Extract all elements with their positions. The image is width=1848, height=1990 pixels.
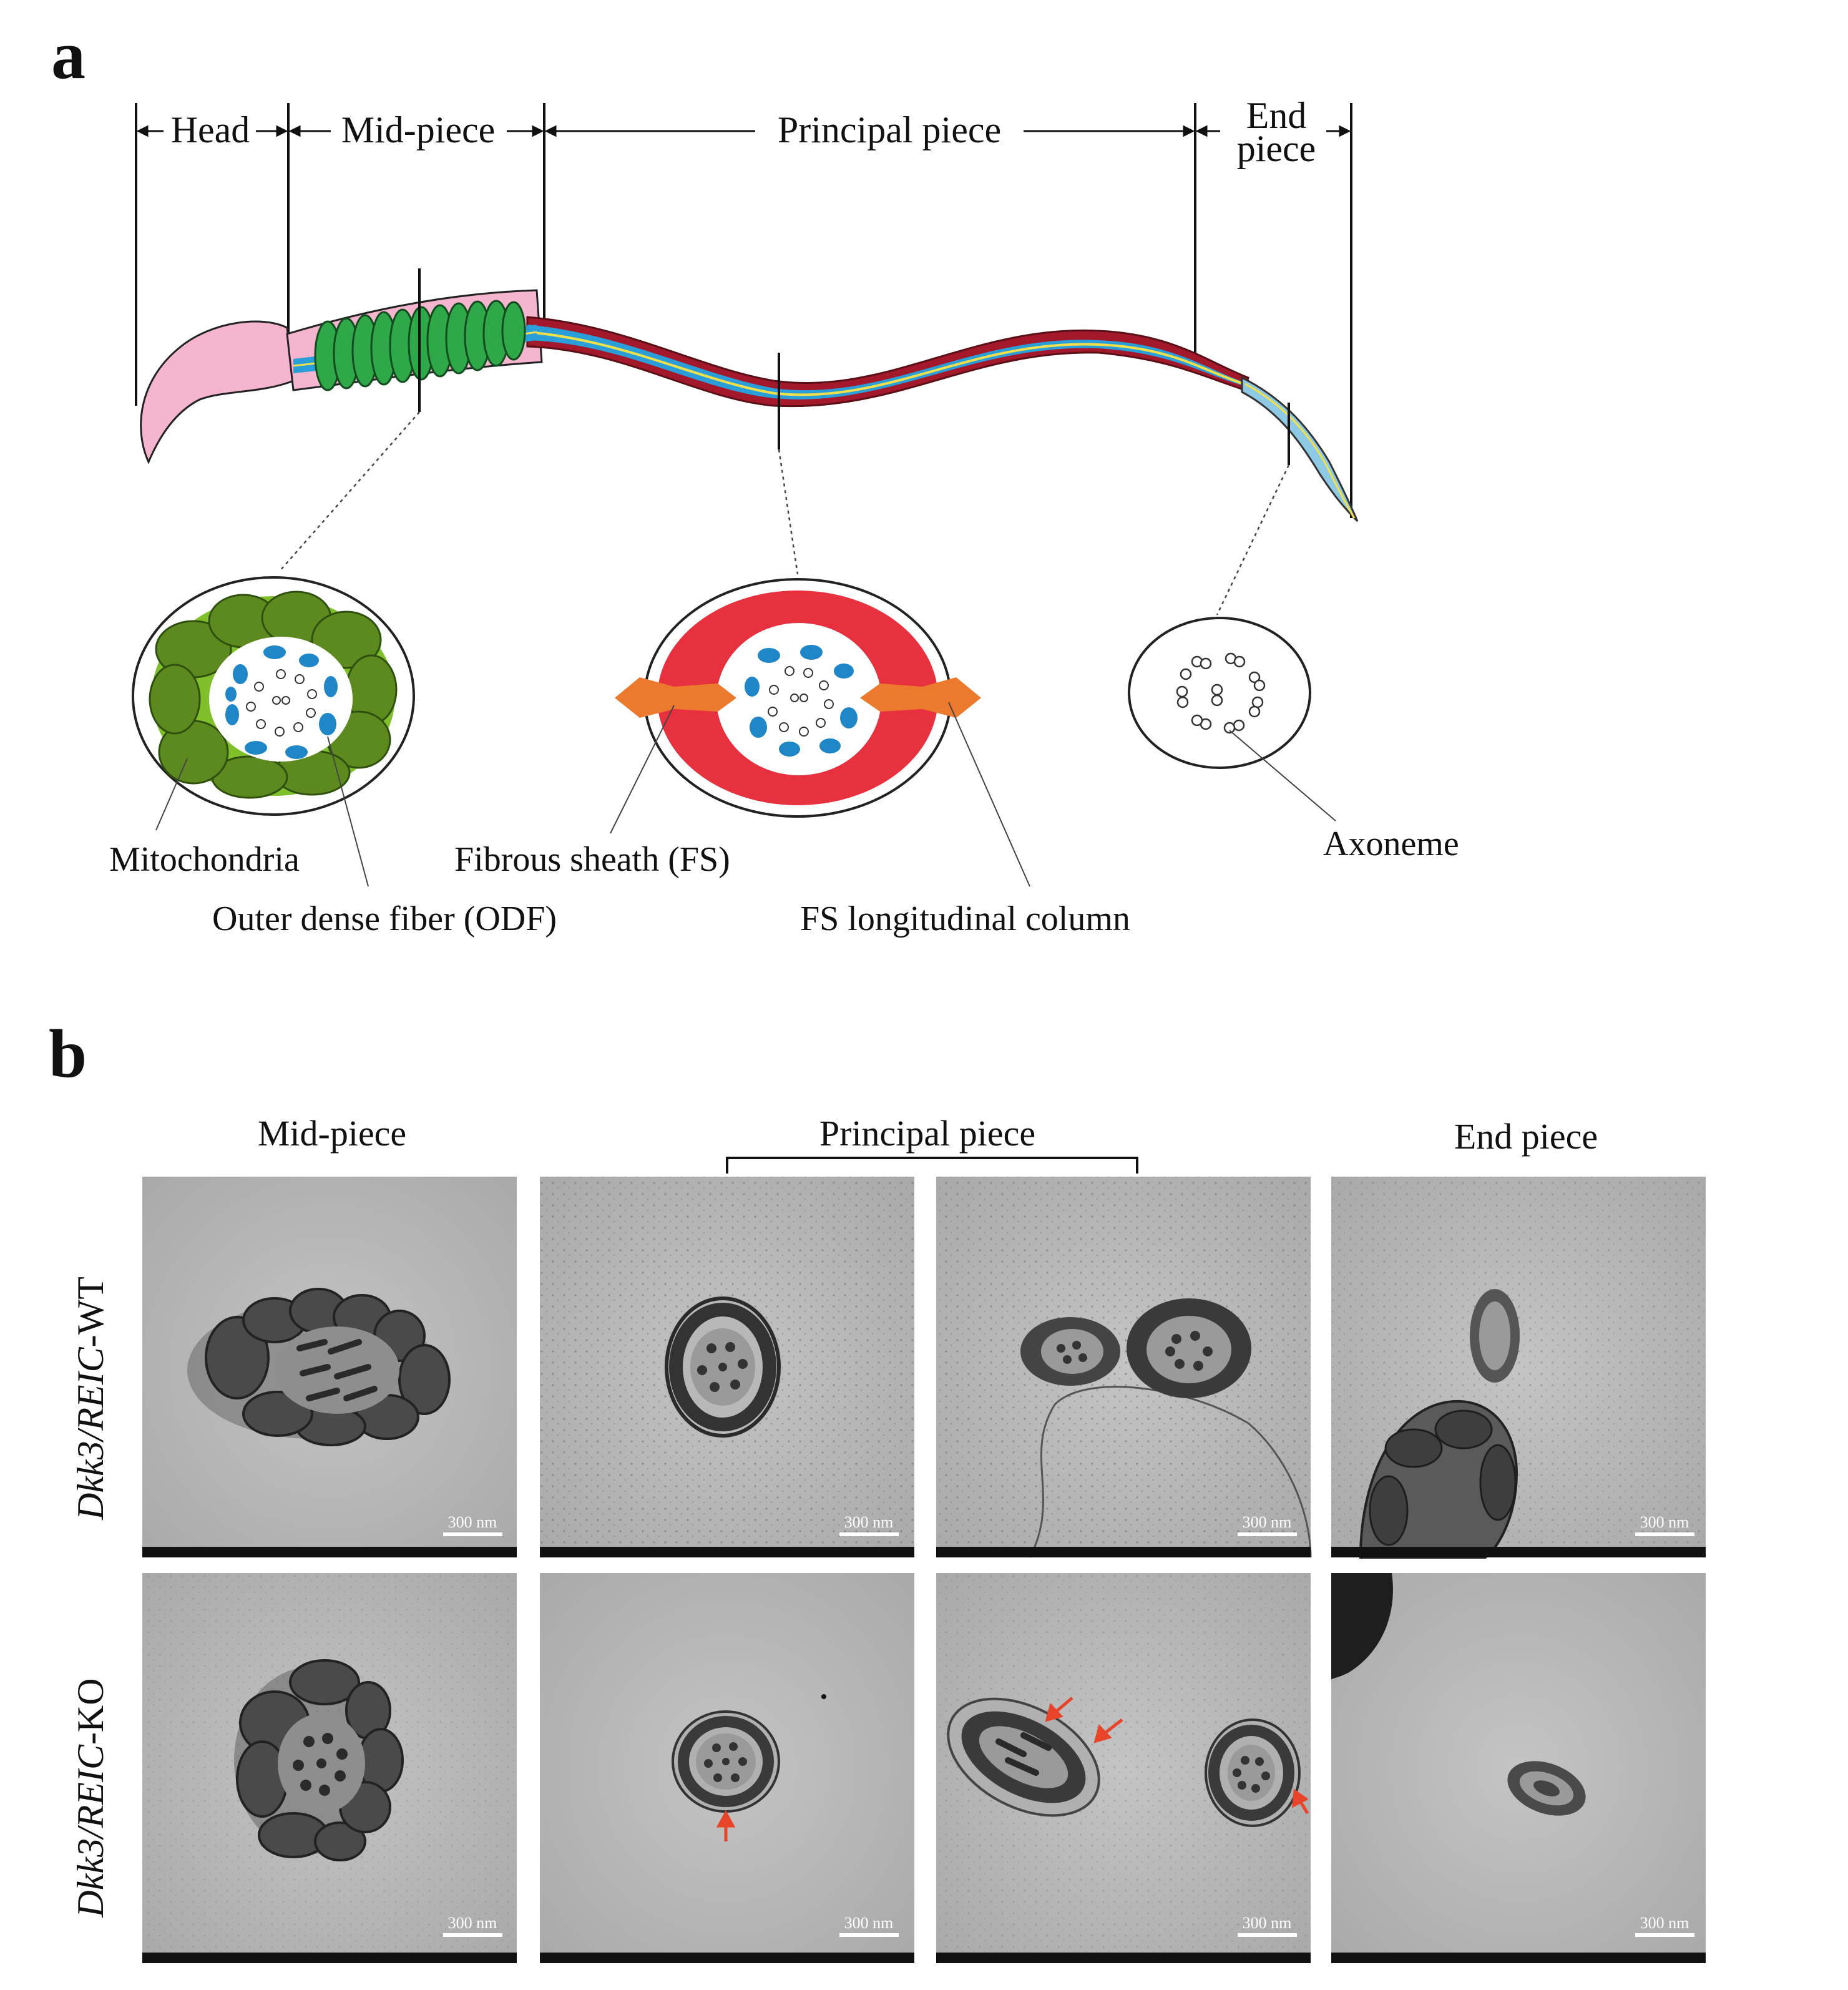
segment-label-principal-piece: Principal piece [778,109,1001,150]
principal-piece-core [527,325,1245,399]
mitochondrial-helix [314,300,526,391]
scale-bar-label: 300 nm [844,1513,894,1531]
panel-b-letter: b [49,1016,87,1092]
segment-label-head: Head [171,109,250,150]
column-label-mid-piece: Mid-piece [258,1113,406,1154]
micrograph-ko-end-piece: 300 nm [1331,1573,1706,1963]
row-label-wt: Dkk3/REIC-WT [70,1277,111,1521]
principal-piece-axis [527,331,1244,396]
cross-section-principal-piece [615,578,981,818]
micrograph-ko-principal-1: 300 nm [540,1573,914,1963]
scale-bar-label: 300 nm [1243,1914,1292,1932]
micrograph-wt-principal-2: 300 nm [936,1177,1312,1558]
label-axoneme: Axoneme [1323,825,1459,863]
row-label-wt-suffix: -WT [70,1277,111,1347]
principal-piece-flagellum [526,316,1249,408]
column-label-end-piece: End piece [1454,1116,1598,1157]
micrograph-wt-end-piece: 300 nm [1331,1177,1706,1559]
segment-label-mid-piece: Mid-piece [341,109,496,150]
column-label-principal-piece: Principal piece [819,1113,1035,1154]
principal-piece-bracket [726,1157,1138,1174]
cross-section-mid-piece [132,576,415,816]
label-outer-dense-fiber: Outer dense fiber (ODF) [212,899,557,938]
micrograph-ko-mid-piece: 300 nm [142,1573,517,1963]
segment-boundaries [135,103,1352,518]
micrograph-wt-mid-piece: 300 nm [142,1177,517,1557]
scale-bar-label: 300 nm [1243,1513,1292,1531]
segment-label-end-line1: End [1246,95,1307,136]
scale-bar-label: 300 nm [1640,1914,1689,1932]
red-arrows [1045,1697,1309,1815]
annotation-leaders [155,702,1336,887]
label-mitochondria: Mitochondria [109,840,300,879]
row-label-ko-suffix: -KO [70,1678,111,1745]
end-piece-flagellum [1241,376,1359,522]
segment-label-end-line2: piece [1237,128,1316,169]
cross-section-end-piece [1128,617,1311,769]
row-label-wt-gene: Dkk3/REIC [70,1346,111,1521]
segment-arrows [136,125,1351,137]
red-arrow [716,1810,736,1841]
scale-bar-label: 300 nm [448,1914,497,1932]
sperm-illustration [140,268,1359,522]
label-fs-longitudinal-column: FS longitudinal column [800,899,1130,938]
row-label-ko-gene: Dkk3/REIC [70,1744,111,1918]
scale-bar-label: 300 nm [448,1513,497,1531]
label-fibrous-sheath: Fibrous sheath (FS) [454,840,730,879]
row-label-ko: Dkk3/REIC-KO [70,1678,111,1918]
section-connectors [279,411,1290,615]
scale-bar-label: 300 nm [844,1914,894,1932]
panel-a-letter: a [51,17,86,93]
micrograph-ko-principal-2: 300 nm [936,1573,1311,1963]
scale-bar-label: 300 nm [1640,1513,1689,1531]
micrograph-wt-principal-1: 300 nm [540,1177,914,1557]
sperm-head [140,320,295,464]
